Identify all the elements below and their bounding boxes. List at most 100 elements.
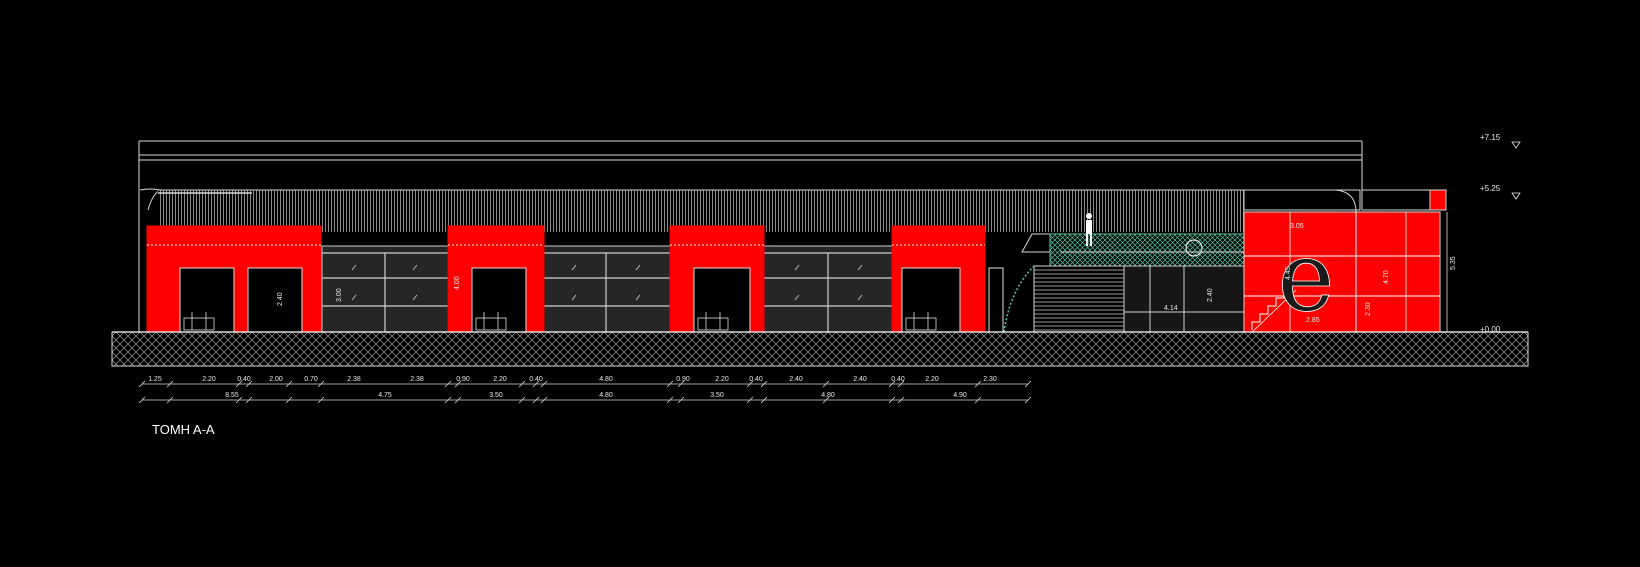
level-top: +7.15 — [1480, 133, 1501, 142]
dimension-tick — [897, 396, 905, 404]
dimension-label: 2.20 — [493, 376, 507, 383]
dimension-tick — [666, 396, 674, 404]
dim-sign-height: 4.45 — [1285, 266, 1292, 280]
dimension-label: 0.40 — [237, 376, 251, 383]
dim-right-height-1: 2.30 — [1365, 302, 1372, 316]
dim-sign-width: 3.05 — [1290, 223, 1304, 230]
dimension-tick — [518, 380, 526, 388]
dim-total-height: 5.35 — [1450, 256, 1457, 270]
right-tower — [1243, 189, 1447, 337]
dimension-tick — [235, 396, 243, 404]
dimension-tick — [677, 380, 685, 388]
dimension-label: 0.90 — [676, 376, 690, 383]
dimension-label: 4.80 — [599, 392, 613, 399]
glazing-mullions — [322, 252, 892, 332]
dimension-tick — [746, 396, 754, 404]
dim-mid-height: 2.40 — [1207, 288, 1214, 302]
dimension-tick — [760, 396, 768, 404]
dimension-label: 3.50 — [489, 392, 503, 399]
dimension-row-2: 8.55 4.75 3.50 4.80 3.50 4.80 4.90 — [225, 392, 967, 399]
dimension-tick — [888, 380, 896, 388]
dimension-tick — [1024, 396, 1032, 404]
dim-pier-height: 4.00 — [454, 276, 461, 290]
entrance-block — [1003, 233, 1247, 333]
dimension-label: 2.00 — [269, 376, 283, 383]
dimension-tick — [235, 380, 243, 388]
dimension-tick — [285, 396, 293, 404]
human-figure-icon — [1086, 213, 1092, 246]
dim-stair-width: 2.85 — [1306, 317, 1320, 324]
dimension-label: 2.30 — [983, 376, 997, 383]
dimension-tick — [1024, 380, 1032, 388]
roof-cladding — [158, 190, 1244, 232]
dimension-label: 4.80 — [599, 376, 613, 383]
dim-right-height-2: 4.70 — [1383, 270, 1390, 284]
dimension-tick — [822, 380, 830, 388]
roof — [138, 140, 1363, 332]
dimension-row-1: 1.25 2.20 0.40 2.00 0.70 2.38 2.38 0.90 2.20 0.40… — [148, 376, 997, 383]
dimension-tick — [897, 380, 905, 388]
dimension-lines — [142, 383, 1028, 401]
dimension-tick — [317, 380, 325, 388]
inner-dimensions: 2.40 3.00 4.00 4.14 2.40 3.05 4.45 2.85 … — [277, 212, 1457, 332]
dimension-tick — [166, 380, 174, 388]
door-hardware — [183, 312, 937, 331]
dimension-label: 2.40 — [789, 376, 803, 383]
dimension-label: 1.25 — [148, 376, 162, 383]
dimension-tick — [518, 396, 526, 404]
dimension-label: 2.38 — [347, 376, 361, 383]
dimension-label: 0.70 — [304, 376, 318, 383]
dimension-label: 2.20 — [925, 376, 939, 383]
dimension-label: 2.20 — [715, 376, 729, 383]
dimension-tick — [666, 380, 674, 388]
dimension-tick — [138, 380, 146, 388]
dimension-tick — [454, 396, 462, 404]
dimension-tick — [454, 380, 462, 388]
dimension-label: 4.75 — [378, 392, 392, 399]
dimension-label: 2.38 — [410, 376, 424, 383]
dimension-tick — [760, 380, 768, 388]
dimension-label: 3.50 — [710, 392, 724, 399]
ground-hatch — [111, 331, 1529, 367]
dim-glass-height: 3.00 — [336, 288, 343, 302]
dimension-label: 8.55 — [225, 392, 239, 399]
level-markers: +7.15 +5.25 +0.00 — [1480, 133, 1521, 334]
dimension-label: 2.20 — [202, 376, 216, 383]
dimension-tick — [677, 396, 685, 404]
dimension-label: 0.40 — [749, 376, 763, 383]
logo-e-icon: e — [1277, 221, 1335, 334]
glazing-bays — [321, 245, 893, 333]
level-marker-icon — [1511, 141, 1521, 200]
dimension-tick — [540, 380, 548, 388]
shop-doors — [179, 267, 1004, 333]
level-ground: +0.00 — [1480, 325, 1501, 334]
dimension-tick — [974, 380, 982, 388]
drawing-title: ΤΟΜΗ Α-Α — [152, 422, 215, 437]
dimension-ticks — [138, 380, 1032, 404]
dim-door-height: 2.40 — [277, 292, 284, 306]
dimension-label: 4.80 — [821, 392, 835, 399]
dimension-tick — [317, 396, 325, 404]
dimension-tick — [245, 396, 253, 404]
dimension-tick — [285, 380, 293, 388]
dimension-tick — [746, 380, 754, 388]
dimension-tick — [166, 396, 174, 404]
dimension-label: 0.40 — [529, 376, 543, 383]
dim-mid-width: 4.14 — [1164, 305, 1178, 312]
dimension-label: 0.90 — [456, 376, 470, 383]
dimension-tick — [444, 380, 452, 388]
dimension-tick — [532, 396, 540, 404]
dimension-tick — [138, 396, 146, 404]
dimension-tick — [444, 396, 452, 404]
dimension-tick — [540, 396, 548, 404]
dimension-label: 4.90 — [953, 392, 967, 399]
svg-text:e: e — [1278, 221, 1335, 333]
dimension-label: 2.40 — [853, 376, 867, 383]
level-eave: +5.25 — [1480, 184, 1501, 193]
dimension-tick — [822, 396, 830, 404]
dimension-tick — [532, 380, 540, 388]
dimension-tick — [888, 396, 896, 404]
dimension-tick — [245, 380, 253, 388]
dimension-tick — [974, 396, 982, 404]
